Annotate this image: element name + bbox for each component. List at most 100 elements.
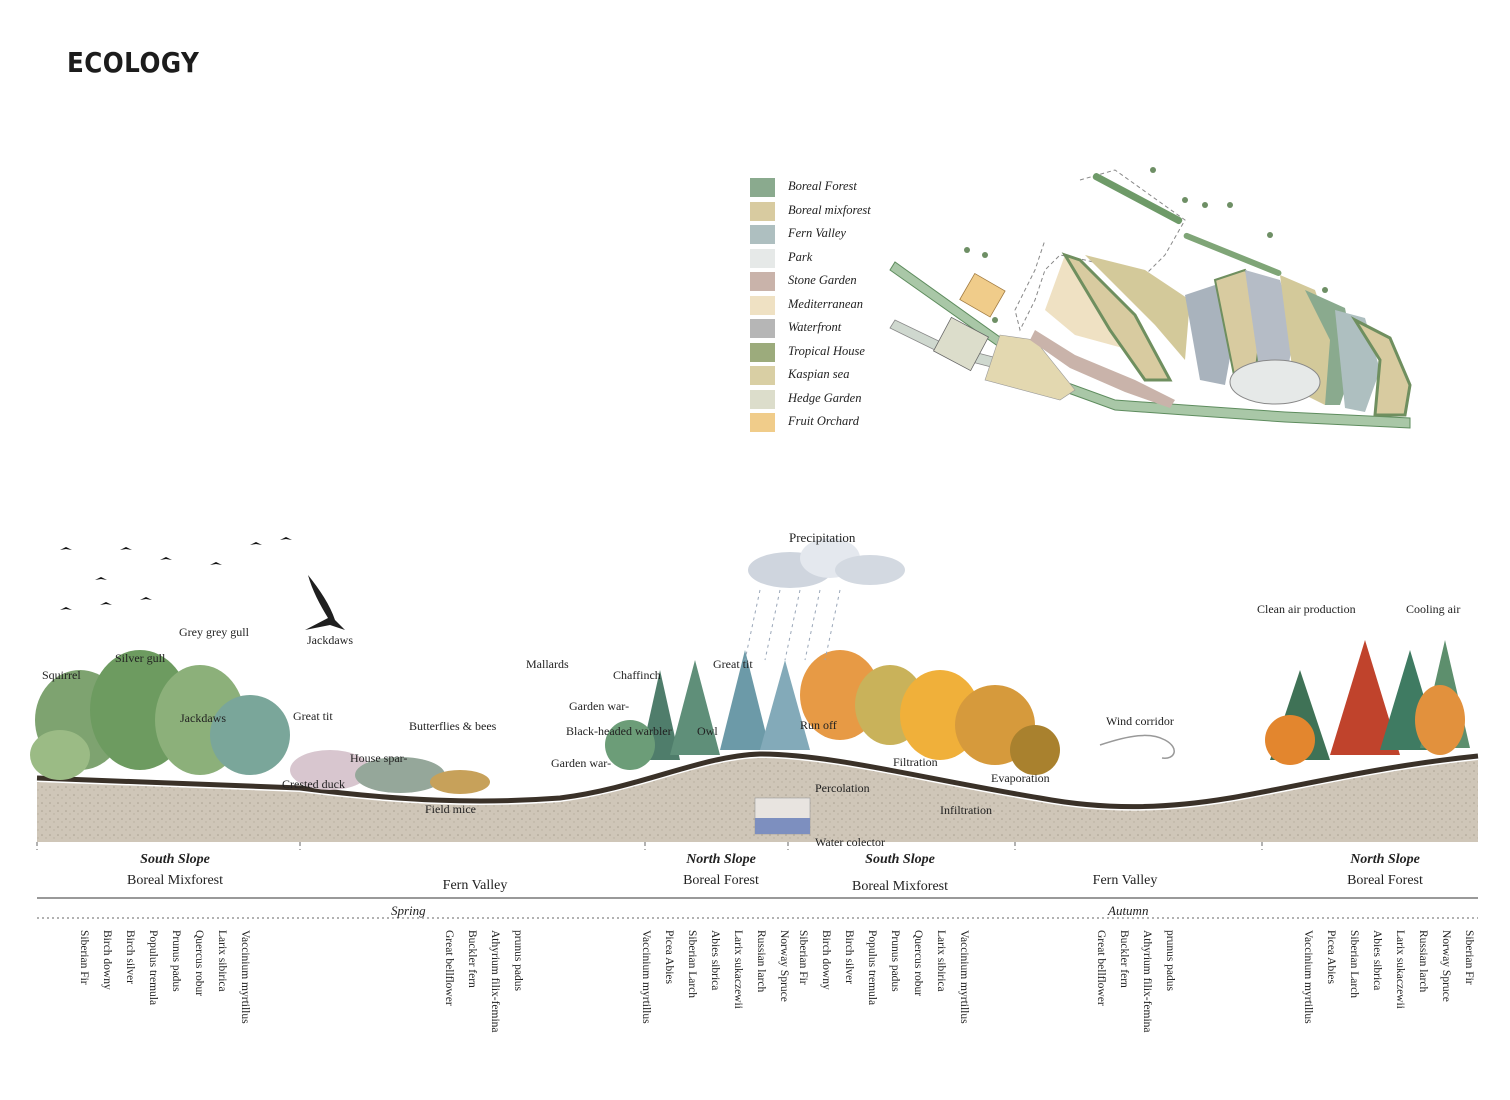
label-filtration: Filtration	[893, 755, 938, 769]
fern-band	[1245, 270, 1295, 385]
hedge-row	[1183, 232, 1282, 276]
species-name: Populus tremula	[147, 930, 159, 1006]
tree-dot	[1202, 202, 1208, 208]
legend-swatch	[750, 342, 775, 362]
south-slope-trees-left	[30, 650, 290, 780]
species-name: Picea Abies	[1325, 930, 1337, 984]
species-name: Great bellflower	[443, 930, 455, 1006]
tree-dot	[1322, 287, 1328, 293]
zone-subheading: Fern Valley	[442, 878, 508, 893]
hedge-garden-plot	[932, 316, 990, 372]
label-water-collector: Water colector	[815, 835, 885, 849]
label-mallards: Mallards	[526, 657, 569, 671]
species-name: Vaccinium myrtillus	[958, 930, 970, 1024]
species-name: Siberian Larch	[686, 930, 698, 999]
species-name: Picea Abies	[663, 930, 675, 984]
fern-valley-plants-left	[290, 750, 490, 794]
zone-heading: North Slope	[1350, 852, 1420, 867]
zone-fern-valley-1: Fern Valley	[410, 873, 540, 894]
tree-dot	[992, 317, 998, 323]
zone-heading: South Slope	[140, 852, 210, 867]
season-spring: Spring	[391, 903, 426, 918]
wind-swirl-icon	[1099, 734, 1175, 759]
species-name: Athyrium filix-femina	[1141, 930, 1153, 1033]
rain-lines	[744, 589, 841, 661]
species-name: Larix sukaczewii	[1394, 930, 1406, 1009]
ecology-section-illustration	[30, 537, 1479, 850]
species-name: prunus padus	[512, 930, 524, 992]
legend-label: Kaspian sea	[788, 367, 850, 381]
tree-dot	[1267, 232, 1273, 238]
species-name: Quercus robur	[193, 930, 205, 997]
tree-dot	[1150, 167, 1156, 173]
species-name: Birch downy	[820, 930, 832, 990]
species-name: Prunus padus	[889, 930, 901, 992]
legend-swatch	[750, 366, 775, 385]
label-garden-warbler: Garden war-	[569, 699, 630, 713]
label-evaporation: Evaporation	[991, 771, 1050, 785]
species-name: Buckler fern	[466, 930, 478, 988]
label-infiltration: Infiltration	[940, 803, 992, 817]
south-slope-autumn-trees	[800, 650, 1060, 775]
legend-label: Park	[788, 249, 813, 264]
species-name: Abies sibrica	[709, 930, 721, 991]
species-name: Athyrium filix-femina	[489, 930, 501, 1033]
label-chaffinch: Chaffinch	[613, 668, 661, 682]
zone-south-slope-2: South Slope Boreal Mixforest	[835, 852, 965, 895]
legend-label: Fern Valley	[788, 226, 846, 240]
species-name: Vaccinium myrtillus	[239, 930, 251, 1024]
species-name: Siberian Larch	[1348, 930, 1360, 999]
label-precipitation: Precipitation	[789, 530, 856, 545]
jackdaw-bird	[305, 575, 345, 630]
species-name: Populus tremula	[866, 930, 878, 1006]
season-baseline	[37, 897, 1478, 919]
north-slope-trees-middle	[605, 650, 810, 770]
label-squirrel: Squirrel	[42, 668, 81, 682]
legend-swatch	[750, 248, 775, 268]
species-name: Quercus robur	[912, 930, 924, 997]
zone-subheading: Boreal Forest	[683, 873, 759, 888]
park-oval	[1229, 359, 1321, 405]
legend-swatch	[750, 201, 775, 221]
zone-north-slope-2: North Slope Boreal Forest	[1320, 852, 1450, 889]
species-name: Norway Spruce	[1440, 930, 1452, 1002]
label-grey-gull: Grey grey gull	[179, 625, 249, 639]
legend-swatch	[750, 225, 775, 244]
label-crested-duck: Crested duck	[282, 777, 345, 791]
legend-label: Fruit Orchard	[788, 414, 859, 428]
label-butterflies: Butterflies & bees	[409, 719, 497, 733]
legend-swatch	[750, 413, 775, 432]
label-jackdaws: Jackdaws	[180, 711, 226, 725]
label-owl: Owl	[697, 724, 718, 738]
label-field-mice: Field mice	[425, 802, 476, 816]
species-name: Norway Spruce	[778, 930, 790, 1002]
species-name: Birch downy	[101, 930, 113, 990]
species-name: Larix sukaczewii	[732, 930, 744, 1009]
species-name: Larix sibirica	[216, 930, 228, 992]
tree-dot	[1227, 202, 1233, 208]
stone-garden-strip	[1030, 330, 1175, 408]
kaspian-plot	[984, 334, 1076, 401]
label-clean-air: Clean air production	[1257, 602, 1356, 616]
species-name: Russian larch	[755, 930, 767, 993]
species-name: Prunus padus	[170, 930, 182, 992]
season-autumn: Autumn	[1108, 903, 1149, 918]
species-name: Russian larch	[1417, 930, 1429, 993]
label-silver-gull: Silver gull	[115, 651, 166, 665]
label-cooling-air: Cooling air	[1406, 602, 1461, 616]
fruit-orchard-plot	[959, 272, 1006, 318]
tree-dot	[1182, 197, 1188, 203]
legend-swatch	[750, 178, 775, 197]
species-name: Birch silver	[843, 930, 855, 984]
label-great-tit: Great tit	[293, 709, 333, 723]
zone-subheading: Boreal Forest	[1347, 873, 1423, 888]
building-outline	[1014, 169, 1186, 332]
boreal-band	[1350, 316, 1412, 417]
label-house-sparrow: House spar-	[350, 751, 408, 765]
species-name: Larix sibirica	[935, 930, 947, 992]
zone-dividers	[36, 842, 1263, 850]
legend-label: Hedge Garden	[788, 390, 862, 405]
birds-flock	[60, 537, 292, 610]
label-great-tit-2: Great tit	[713, 657, 753, 671]
legend-label: Tropical House	[788, 343, 865, 358]
